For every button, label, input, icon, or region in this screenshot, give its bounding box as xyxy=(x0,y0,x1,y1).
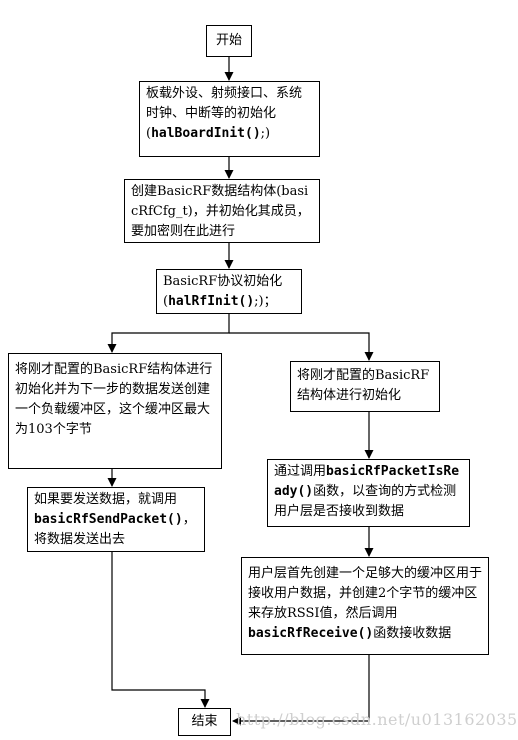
receive-text: 用户层首先创建一个足够大的缓冲区用于接收用户数据，并创建2个字节的缓冲区来存放R… xyxy=(248,566,483,621)
arrow-send-to-end xyxy=(111,552,210,708)
rf-init-code: halRfInit() xyxy=(168,294,255,309)
send-packet-code-close: ) xyxy=(174,512,183,527)
board-init-tail: ;) xyxy=(260,126,271,141)
start-node: 开始 xyxy=(206,25,252,57)
send-packet-text: 如果要发送数据，就调用 xyxy=(34,492,178,507)
receive-code: basicRfReceive() xyxy=(248,626,374,641)
create-struct-text: 创建BasicRF数据结构体(basicRfCfg_t)，并初始化其成员，要加密… xyxy=(131,184,310,239)
create-struct-node: 创建BasicRF数据结构体(basicRfCfg_t)，并初始化其成员，要加密… xyxy=(124,179,320,243)
send-config-node: 将刚才配置的BasicRF结构体进行初始化并为下一步的数据发送创建一个负载缓冲区… xyxy=(8,353,222,469)
arrow-split xyxy=(107,314,230,353)
arrow-receive-to-end xyxy=(232,655,370,726)
receive-node: 用户层首先创建一个足够大的缓冲区用于接收用户数据，并创建2个字节的缓冲区来存放R… xyxy=(241,557,489,655)
arrow-split-right xyxy=(229,332,374,361)
send-packet-tail: ，将数据发送出去 xyxy=(34,512,196,547)
packet-ready-tail: 函数，以查询的方式检测用户层是否接收到数据 xyxy=(274,484,457,519)
packet-ready-text: 通过调用 xyxy=(274,464,327,479)
packet-ready-node: 通过调用basicRfPacketIsReady()函数，以查询的方式检测用户层… xyxy=(267,459,470,527)
send-config-text: 将刚才配置的BasicRF结构体进行初始化并为下一步的数据发送创建一个负载缓冲区… xyxy=(15,362,213,437)
end-node: 结束 xyxy=(178,708,231,736)
watermark: http://blog.csdn.net/u013162035 xyxy=(236,710,518,729)
board-init-text: 板载外设、射频接口、系统时钟、中断等的初始化( xyxy=(146,86,303,141)
start-label: 开始 xyxy=(215,33,242,48)
rf-init-node: BasicRF协议初始化(halRfInit();)； xyxy=(156,269,302,314)
send-packet-node: 如果要发送数据，就调用 basicRfSendPacket()，将数据发送出去 xyxy=(27,487,205,552)
send-packet-code: basicRfSendPacket( xyxy=(34,512,175,527)
board-init-code: halBoardInit() xyxy=(151,126,261,141)
end-label: 结束 xyxy=(191,714,218,729)
recv-config-node: 将刚才配置的BasicRF结构体进行初始化 xyxy=(290,361,440,412)
board-init-node: 板载外设、射频接口、系统时钟、中断等的初始化(halBoardInit();) xyxy=(139,81,320,157)
receive-tail: 函数接收数据 xyxy=(373,626,452,641)
rf-init-tail: ;)； xyxy=(254,294,277,309)
rf-init-text: BasicRF协议初始化( xyxy=(163,274,283,309)
packet-ready-code: basicRfPacketIsReady() xyxy=(274,464,460,499)
recv-config-text: 将刚才配置的BasicRF结构体进行初始化 xyxy=(297,368,430,403)
